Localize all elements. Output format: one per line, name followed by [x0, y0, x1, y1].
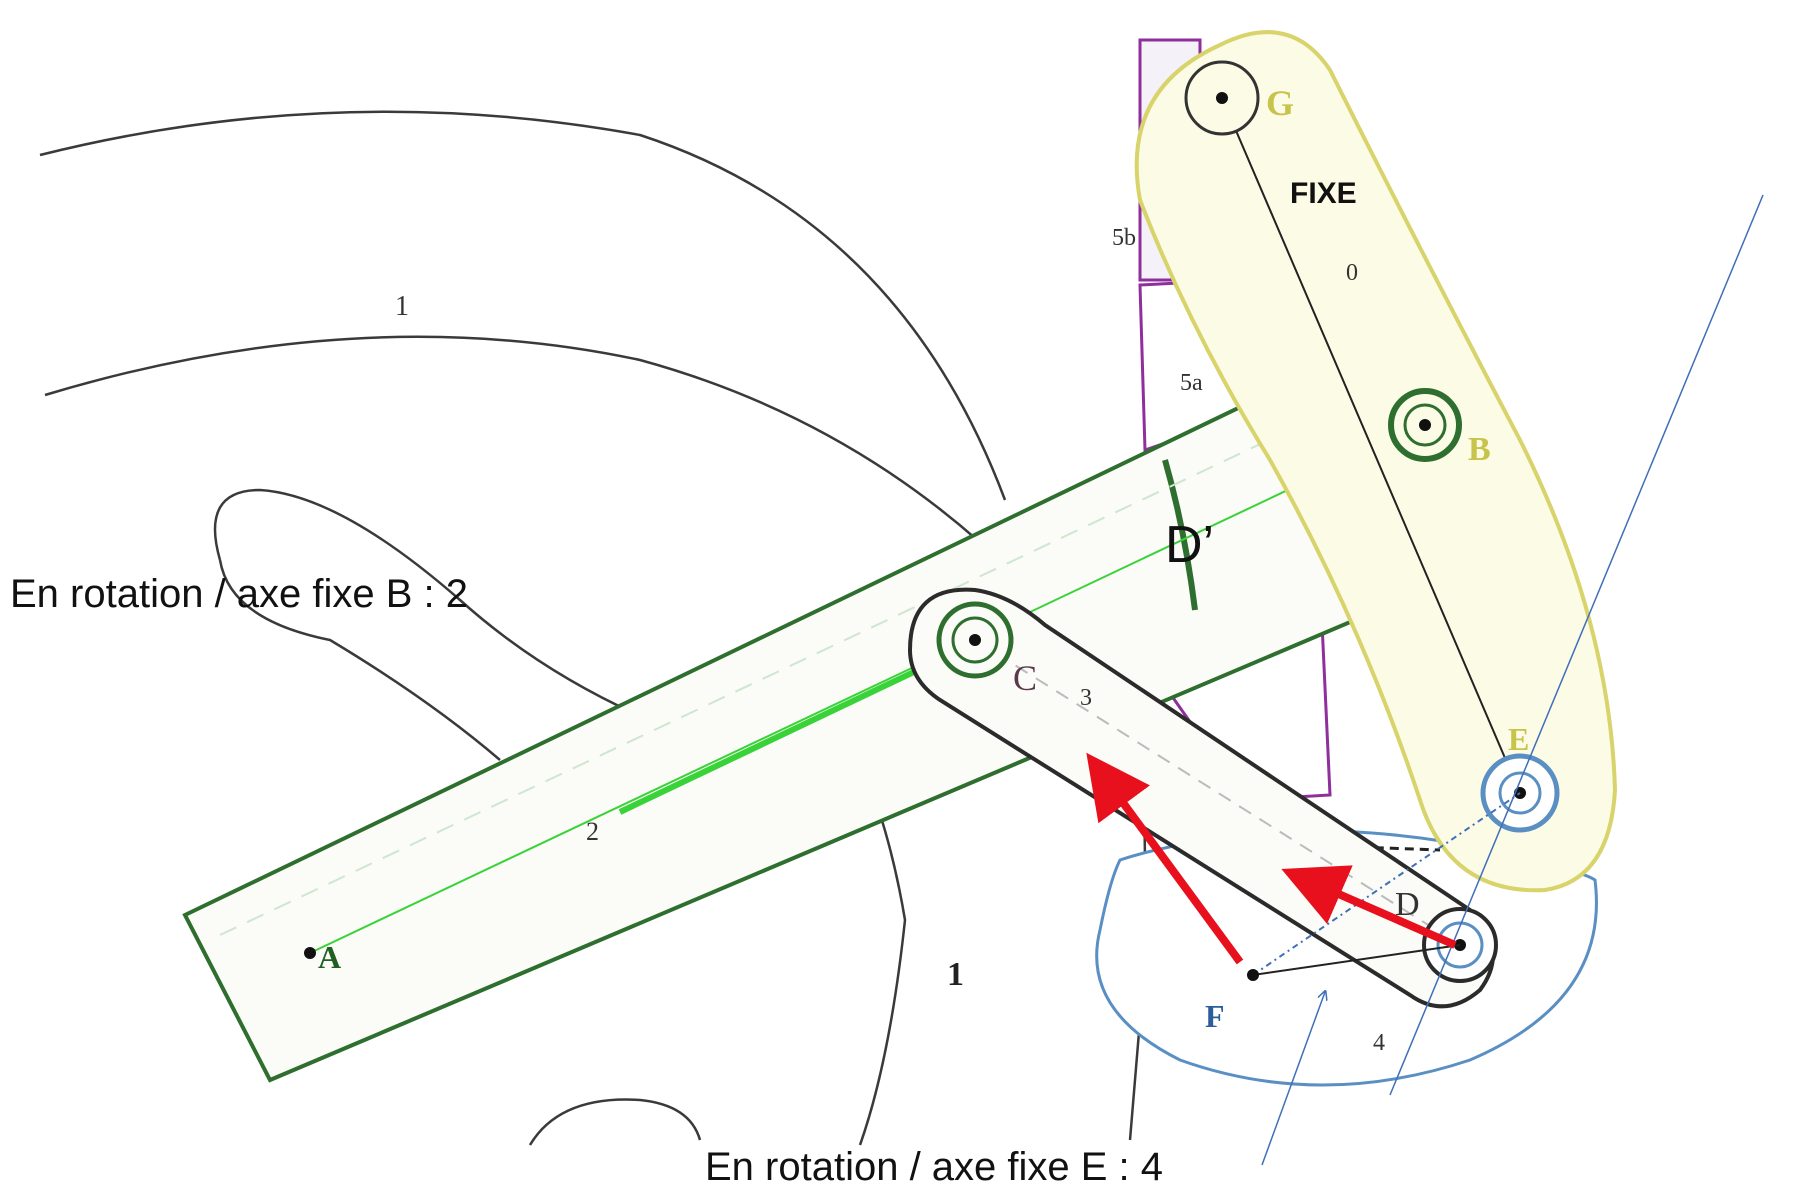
- label-part-0: 0: [1346, 260, 1358, 286]
- label-b: B: [1468, 431, 1491, 468]
- pivot-c-inner: [951, 616, 999, 664]
- label-fixe: FIXE: [1290, 177, 1357, 210]
- link-g-b-e: [1221, 97, 1521, 794]
- point-f-group: F 4: [1205, 792, 1521, 1056]
- pivot-c: C: [936, 601, 1037, 698]
- label-f: F: [1205, 998, 1225, 1034]
- caption-rotation-e: En rotation / axe fixe E : 4: [705, 1145, 1164, 1189]
- pivot-g-center: [1216, 92, 1228, 104]
- label-5b: 5b: [1112, 225, 1136, 251]
- guide-arrow-part-4: [1261, 992, 1325, 1166]
- point-a: [304, 947, 316, 959]
- bottom-lobe: [528, 1098, 702, 1146]
- pivot-c-center: [969, 634, 981, 646]
- label-d-prime: D’: [1165, 516, 1214, 574]
- label-part-3: 3: [1080, 685, 1092, 711]
- pivot-b-inner: [1403, 403, 1447, 447]
- pivot-d-inner: [1436, 921, 1484, 969]
- label-part-1-lower: 1: [947, 956, 964, 993]
- point-f: [1247, 969, 1259, 981]
- label-e: E: [1508, 721, 1529, 757]
- part-0-fixed: FIXE 0: [1134, 30, 1618, 893]
- pivot-g: G: [1184, 60, 1294, 136]
- label-5a: 5a: [1180, 370, 1203, 396]
- caption-rotation-b: En rotation / axe fixe B : 2: [10, 572, 469, 616]
- link-f-d: [1252, 944, 1461, 976]
- label-part-4: 4: [1373, 1030, 1385, 1056]
- label-part-1: 1: [395, 291, 409, 322]
- part-2-centerline: [219, 429, 1291, 936]
- label-a: A: [318, 939, 341, 975]
- link-f-e: [1252, 792, 1521, 976]
- part-1-contours: [39, 110, 1147, 1146]
- label-c: C: [1013, 658, 1037, 698]
- outer-arc: [39, 110, 1007, 501]
- pivot-e-inner: [1498, 771, 1542, 815]
- red-arrows: [1086, 752, 1457, 965]
- inner-arc: [44, 335, 1021, 581]
- part-2-axis: [309, 424, 1426, 954]
- left-lobe-lower: [218, 559, 501, 761]
- red-arrow-from-f: [1086, 752, 1244, 965]
- label-part-2: 2: [586, 817, 599, 846]
- part-2-highlight: [618, 647, 962, 815]
- red-arrow-from-d: [1281, 865, 1457, 949]
- part-2-arc: [1162, 459, 1198, 611]
- part-0-body: [1134, 30, 1618, 893]
- label-g: G: [1266, 83, 1294, 123]
- pivot-b-center: [1419, 419, 1431, 431]
- pivot-b: B: [1388, 388, 1491, 468]
